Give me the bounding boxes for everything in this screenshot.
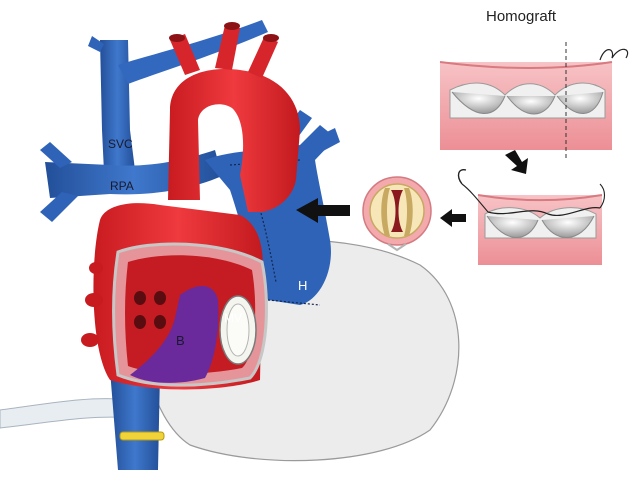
label-rpa: RPA — [110, 179, 134, 193]
arrow-small-left-icon — [440, 209, 466, 227]
valve-icon — [363, 177, 431, 250]
arrow-down-icon — [505, 150, 528, 174]
homograft-top — [440, 42, 628, 160]
aortic-branch-cap-3 — [263, 34, 279, 42]
label-svc: SVC — [108, 137, 133, 151]
label-b: B — [176, 333, 185, 348]
homograft-title: Homograft — [486, 8, 556, 25]
rpa-upper-branch — [40, 142, 72, 168]
label-h: H — [298, 278, 307, 293]
mitral-valve — [220, 296, 256, 364]
ivc-snare — [120, 432, 164, 440]
cannula-tube — [0, 399, 132, 428]
svc-vessel — [100, 40, 135, 172]
label-mv: MV — [224, 311, 242, 325]
aortic-branch-cap-1 — [169, 34, 185, 42]
suture-needle-icon — [459, 170, 466, 184]
aortic-branch-cap-2 — [224, 22, 240, 30]
suture-icon — [600, 49, 628, 60]
homograft-bottom — [459, 170, 605, 265]
rpa-lower-branch — [40, 192, 78, 222]
